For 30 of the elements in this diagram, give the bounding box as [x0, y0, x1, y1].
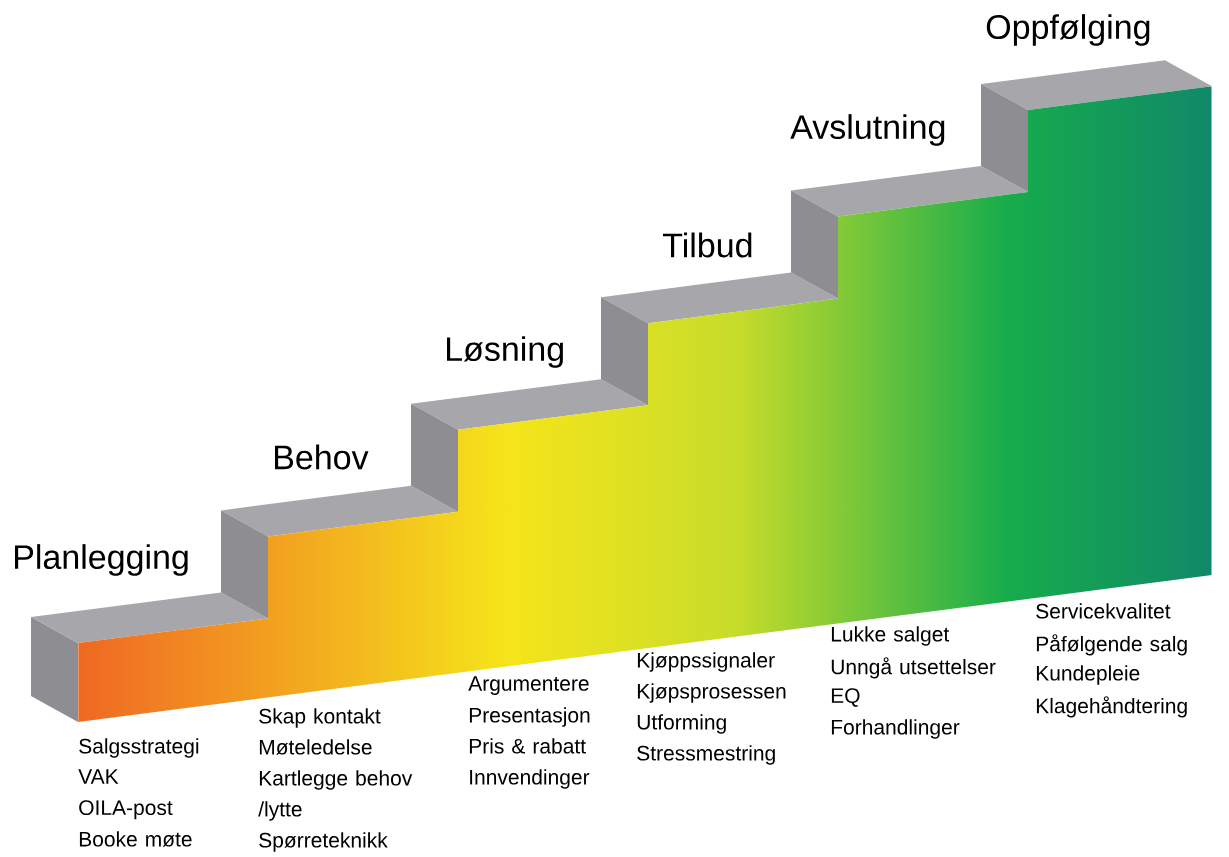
list-item: Kjøpsprosessen — [637, 683, 786, 703]
list-item: Salgsstrategi — [79, 738, 199, 758]
list-item: Stressmestring — [637, 745, 775, 765]
list-item: Presentasjon — [469, 707, 590, 727]
step-heading: Behov — [275, 444, 369, 470]
list-item: Kartlegge behov /lytte — [258, 770, 413, 821]
list-item: VAK — [78, 769, 119, 784]
list-item: Forhandlinger — [831, 719, 960, 739]
list-item: Unngå utsettelser — [831, 657, 996, 679]
list-item: Påfølgende salg — [1036, 634, 1187, 656]
list-item: Kjøppssignaler — [637, 652, 775, 672]
list-item: Servicekvalitet — [1036, 603, 1171, 619]
list-item: Kundepleie — [1036, 665, 1140, 685]
step-heading: Løsning — [447, 336, 563, 368]
list-item: Pris & rabatt — [469, 738, 586, 754]
step-heading: Oppfølging — [986, 14, 1150, 46]
list-item: OILA-post — [79, 800, 173, 820]
list-item: Spørreteknikk — [259, 832, 388, 852]
list-item: EQ — [831, 688, 860, 707]
list-item: Argumentere — [468, 676, 589, 695]
list-item: Skap kontakt — [259, 708, 381, 728]
list-item: Lukke salget — [831, 626, 950, 646]
step-heading: Tilbud — [663, 232, 752, 258]
list-item: Booke møte — [79, 831, 192, 847]
list-item: Innvendinger — [470, 769, 590, 789]
step-heading: Planlegging — [15, 544, 188, 576]
list-item: Utforming — [637, 714, 726, 734]
step-heading: Avslutning — [790, 114, 945, 146]
list-item: Klagehåndtering — [1036, 696, 1187, 718]
list-item: Møteledelse — [259, 739, 372, 755]
